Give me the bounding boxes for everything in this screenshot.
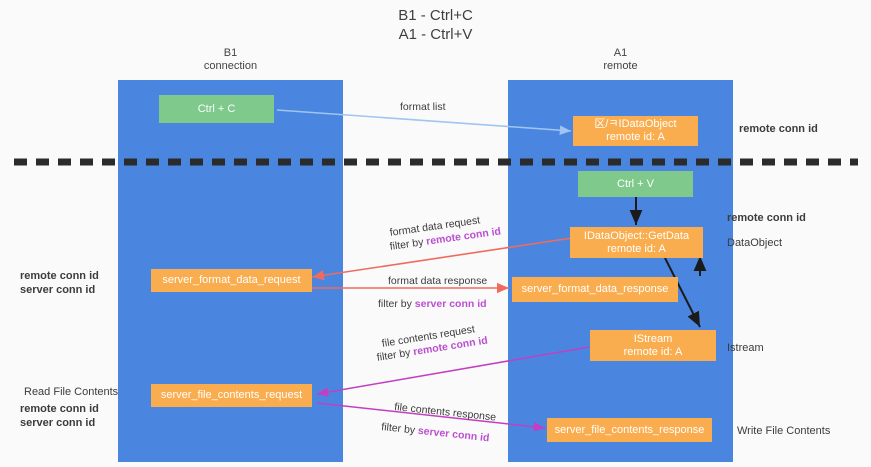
edge-getdata-to-istream <box>664 257 701 328</box>
note-dataobject: DataObject <box>727 237 783 249</box>
node-idataobject-getdata[interactable]: IDataObject::GetData remote id: A <box>570 227 703 258</box>
note-read-file-contents: Read File Contents <box>24 386 119 398</box>
note-istream: Istream <box>727 342 764 354</box>
column-header-b1: B1 connection <box>203 47 258 72</box>
node-istream-remote[interactable]: IStream remote id: A <box>590 330 716 361</box>
note-write-file-contents: Write File Contents <box>737 425 831 437</box>
filter-prefix: filter by <box>378 298 415 310</box>
edge-label-format-list: format list <box>400 101 446 113</box>
node-server-format-data-request[interactable]: server_format_data_request <box>151 269 312 292</box>
note-left-remote-conn-id-2: remote conn id <box>20 403 99 415</box>
edge-label-format-data-response-filter: filter by server conn id <box>378 298 487 311</box>
note-remote-conn-id-mid: remote conn id <box>727 212 806 224</box>
node-idataobject-remote[interactable]: 区/ㅋIDataObject remote id: A <box>573 116 698 146</box>
edge-file-contents-request <box>316 346 590 397</box>
page-title: B1 - Ctrl+C A1 - Ctrl+V <box>398 7 473 43</box>
note-left-server-conn-id-2: server conn id <box>20 417 96 429</box>
filter-prefix: filter by <box>380 421 419 437</box>
note-left-remote-conn-id: remote conn id <box>20 270 99 282</box>
edge-label-format-data-response: format data response <box>388 275 488 287</box>
filter-key-server-conn-id: server conn id <box>414 298 487 310</box>
column-header-a1: A1 remote <box>603 47 638 72</box>
node-server-file-contents-request[interactable]: server_file_contents_request <box>151 384 312 407</box>
edge-format-data-request <box>311 237 573 281</box>
node-ctrl-v[interactable]: Ctrl + V <box>578 171 693 197</box>
edge-format-list <box>276 109 572 135</box>
node-ctrl-c[interactable]: Ctrl + C <box>159 95 274 123</box>
node-server-file-contents-response[interactable]: server_file_contents_response <box>547 418 712 442</box>
node-server-format-data-response[interactable]: server_format_data_response <box>512 277 678 302</box>
note-remote-conn-id-top: remote conn id <box>739 123 818 135</box>
edge-file-contents-response <box>316 402 546 432</box>
note-left-server-conn-id: server conn id <box>20 284 96 296</box>
